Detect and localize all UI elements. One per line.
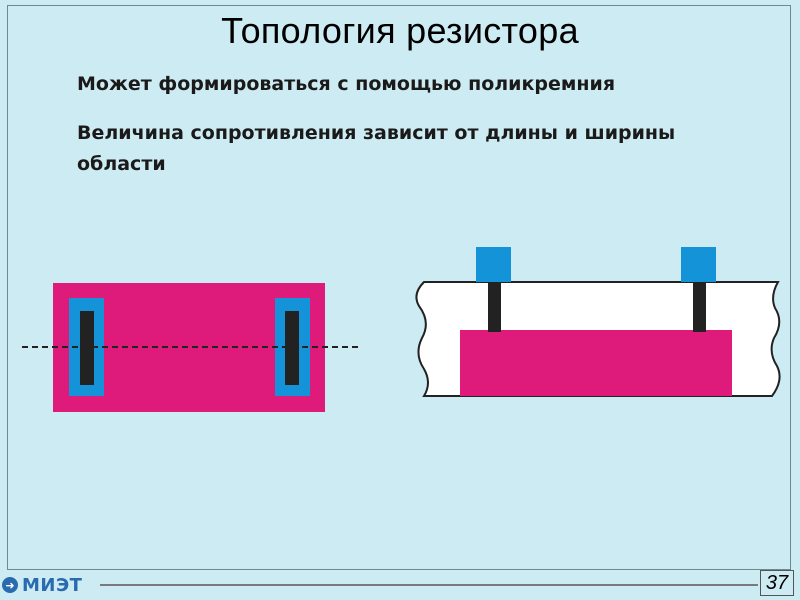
- footer-line: [100, 584, 758, 586]
- right-pad: [681, 247, 716, 282]
- left-pad: [476, 247, 511, 282]
- bullet-polysilicon: Может формироваться с помощью поликремни…: [77, 73, 616, 95]
- miet-logo: ➜ МИЭТ: [2, 574, 82, 596]
- page-number: 37: [760, 570, 794, 596]
- logo-text: МИЭТ: [22, 574, 83, 596]
- diffusion-region: [460, 330, 732, 396]
- slide-frame: [7, 5, 791, 570]
- bullet-resistance: Величина сопротивления зависит от длины …: [77, 122, 676, 175]
- resistor-top-view: [22, 283, 360, 412]
- slide-title: Топология резистора: [221, 10, 579, 51]
- right-via: [693, 282, 706, 332]
- arrow-circle-icon: ➜: [2, 577, 18, 593]
- left-via: [488, 282, 501, 332]
- resistor-cross-section: [415, 247, 781, 397]
